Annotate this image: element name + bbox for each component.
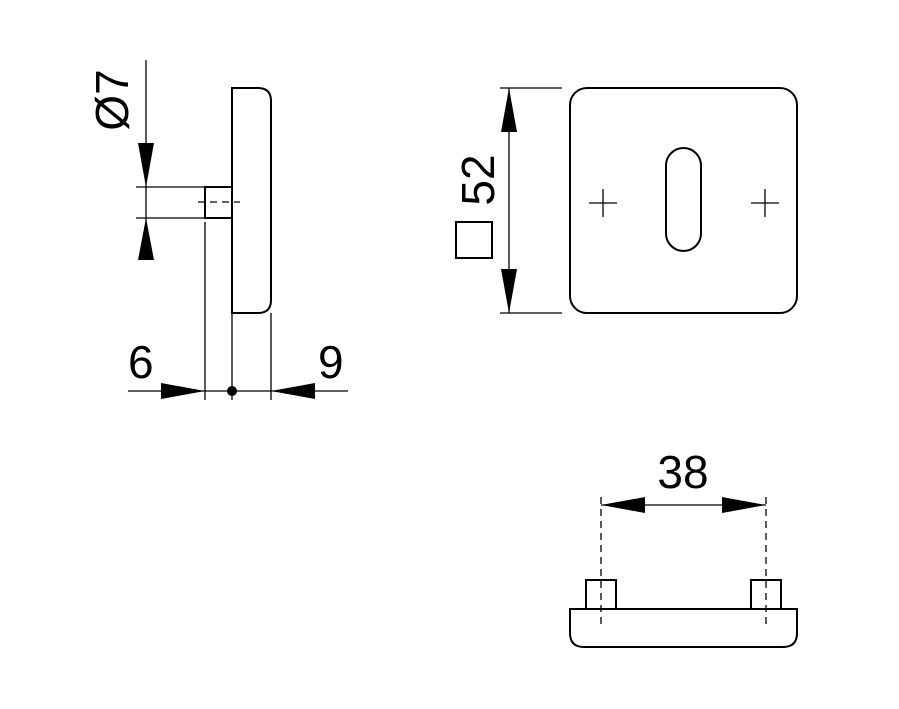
square-symbol xyxy=(455,221,493,259)
pin-diameter-label: Ø7 xyxy=(86,69,138,130)
plate-square-label: 52 xyxy=(452,154,504,205)
square-arrow-top xyxy=(501,88,517,132)
left-screw-mark xyxy=(589,189,617,217)
keyhole-slot xyxy=(665,147,702,252)
right-screw-mark xyxy=(751,189,779,217)
pin-diameter-arrow-bottom xyxy=(138,218,154,260)
plate-bottom-profile xyxy=(569,608,798,648)
left-thickness-label: 6 xyxy=(128,336,154,388)
pin-spacing-arrow-left xyxy=(601,497,645,513)
pin-spacing-arrow-right xyxy=(722,497,766,513)
square-arrow-bottom xyxy=(501,269,517,313)
thickness-dot xyxy=(227,386,237,396)
front-view: 52 xyxy=(452,87,798,314)
side-view: Ø7 6 9 xyxy=(86,60,348,400)
thickness-arrow-right xyxy=(271,383,315,399)
thickness-arrow-left xyxy=(161,383,205,399)
pin-diameter-arrow-top xyxy=(138,143,154,187)
pin-spacing-label: 38 xyxy=(657,446,708,498)
bottom-view: 38 xyxy=(569,446,798,648)
plate-side-profile xyxy=(231,87,272,314)
right-thickness-label: 9 xyxy=(318,336,344,388)
square-rosette-plate xyxy=(569,87,798,314)
